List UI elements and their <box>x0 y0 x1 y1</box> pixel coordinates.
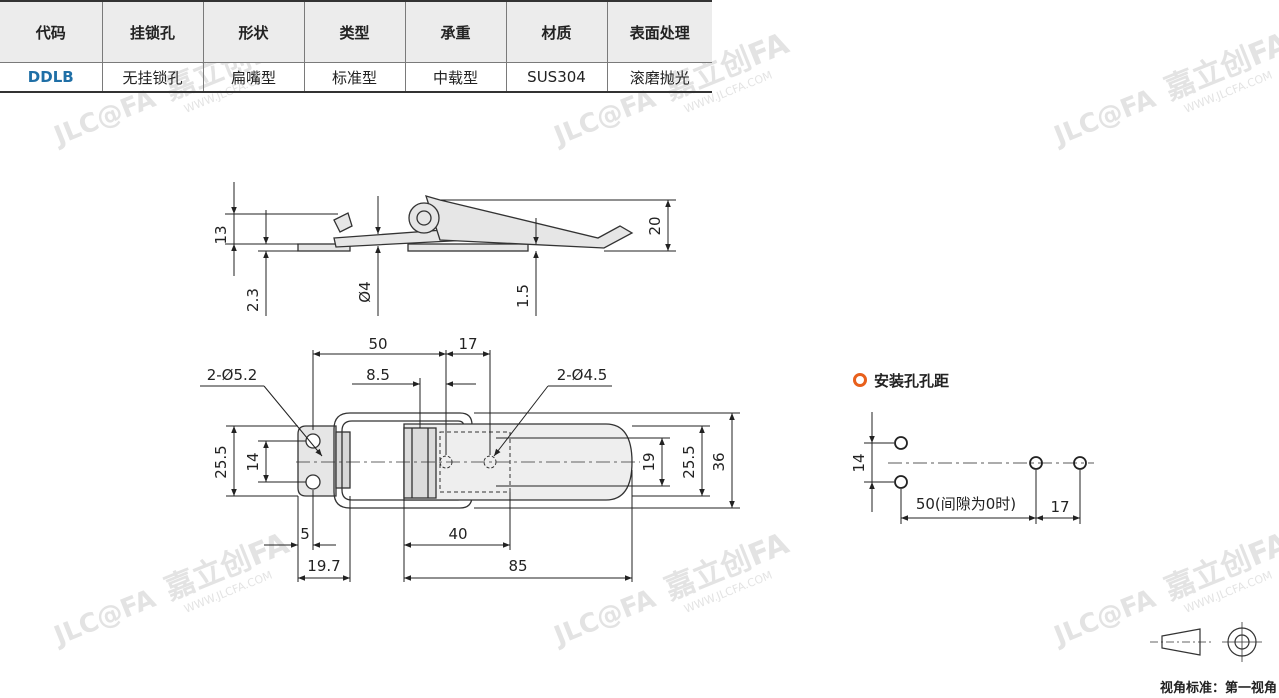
dim-17: 17 <box>458 335 477 353</box>
dim-14: 14 <box>244 452 262 471</box>
mount-dim-17: 17 <box>1050 498 1069 516</box>
dim-36: 36 <box>710 452 728 471</box>
cell-load: 中载型 <box>405 62 507 93</box>
projection-label: 视角标准：第一视角 <box>1160 680 1277 696</box>
dim-hole-right: 2-Ø4.5 <box>557 366 608 384</box>
header-type: 类型 <box>304 0 406 63</box>
dim-hole-left: 2-Ø5.2 <box>207 366 258 384</box>
spec-table-row: DDLB 无挂锁孔 扁嘴型 标准型 中载型 SUS304 滚磨抛光 <box>0 62 712 93</box>
header-load: 承重 <box>405 0 507 63</box>
watermarks: JLC@FA 嘉立创FA WWW.JLCFA.COM JLC@FA 嘉立创FA … <box>48 26 1279 652</box>
cell-code[interactable]: DDLB <box>0 62 103 93</box>
cell-material: SUS304 <box>506 62 608 93</box>
dim-5: 5 <box>300 525 310 543</box>
leader-line <box>493 385 549 457</box>
mount-hole-upper-left <box>894 436 908 450</box>
cell-padlock-hole: 无挂锁孔 <box>102 62 204 93</box>
side-base-plate-right <box>407 243 529 252</box>
side-base-plate-left <box>297 243 351 252</box>
dim-20: 20 <box>646 216 664 235</box>
side-lever <box>425 195 634 249</box>
top-view <box>296 412 640 509</box>
header-shape: 形状 <box>203 0 305 63</box>
dim-40: 40 <box>448 525 467 543</box>
dim-25-5-right: 25.5 <box>680 445 698 478</box>
section-bullet-icon <box>853 373 867 387</box>
cell-type: 标准型 <box>304 62 406 93</box>
header-surface: 表面处理 <box>607 0 712 63</box>
dim-8-5: 8.5 <box>366 366 390 384</box>
dim-50: 50 <box>368 335 387 353</box>
header-code: 代码 <box>0 0 103 63</box>
dim-2-3: 2.3 <box>244 288 262 312</box>
spec-table: 代码 挂锁孔 形状 类型 承重 材质 表面处理 DDLB 无挂锁孔 扁嘴型 标准… <box>0 0 712 93</box>
dim-dia-4: Ø4 <box>356 281 374 302</box>
dim-25-5-left: 25.5 <box>212 445 230 478</box>
watermark-logo: JLC@FA <box>548 84 660 152</box>
mount-dim-14: 14 <box>850 453 868 472</box>
leader-line <box>263 385 323 457</box>
top-hook-bend <box>335 431 351 489</box>
top-wire-bail-outer <box>333 412 473 509</box>
dim-19: 19 <box>640 452 658 471</box>
cell-shape: 扁嘴型 <box>203 62 305 93</box>
header-padlock-hole: 挂锁孔 <box>102 0 204 63</box>
side-hook-tab <box>333 212 353 233</box>
top-view-dimensions: 50 17 8.5 2-Ø5.2 2-Ø4.5 25.5 14 19 <box>200 335 740 582</box>
side-pivot-outer <box>408 202 440 234</box>
cell-surface: 滚磨抛光 <box>607 62 712 93</box>
watermark-logo: JLC@FA <box>548 584 660 652</box>
mounting-pattern: 安装孔孔距 14 50(间隙为0时) 17 <box>850 372 1094 524</box>
header-material: 材质 <box>506 0 608 63</box>
mount-hole-lower-left <box>894 475 908 489</box>
spec-table-header-row: 代码 挂锁孔 形状 类型 承重 材质 表面处理 <box>0 0 712 63</box>
projection-symbol <box>1150 622 1262 662</box>
mounting-title: 安装孔孔距 <box>874 372 949 390</box>
projection-cone-icon <box>1161 628 1201 656</box>
watermark-logo: JLC@FA <box>48 84 160 152</box>
top-hook-hole-lower <box>305 474 321 490</box>
watermark-logo: JLC@FA <box>1048 584 1160 652</box>
dim-1-5: 1.5 <box>514 284 532 308</box>
side-view <box>297 195 634 252</box>
dim-13: 13 <box>212 225 230 244</box>
side-view-dimensions: 13 2.3 Ø4 1.5 20 <box>212 182 676 316</box>
side-pivot-hole <box>416 210 432 226</box>
watermark-logo: JLC@FA <box>48 584 160 652</box>
dim-85: 85 <box>508 557 527 575</box>
top-hinge <box>403 427 437 499</box>
watermark-logo: JLC@FA <box>1048 84 1160 152</box>
mount-dim-50: 50(间隙为0时) <box>916 495 1016 513</box>
dim-19-7: 19.7 <box>307 557 340 575</box>
